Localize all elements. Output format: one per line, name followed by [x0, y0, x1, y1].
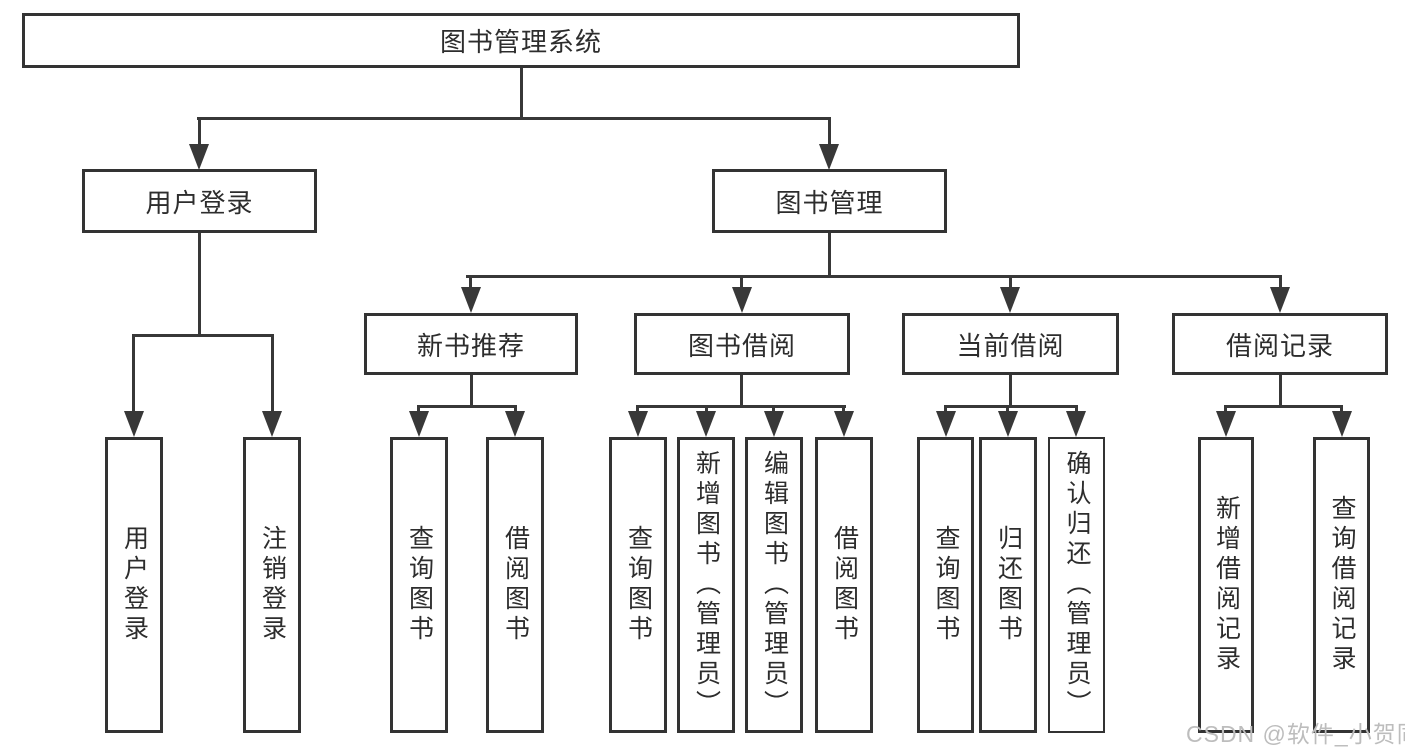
node-user-login: 用户登录: [82, 169, 317, 233]
arrow-down-icon: [834, 411, 854, 437]
arrow-down-icon: [732, 287, 752, 313]
leaf-return-books-label: 归还图书: [994, 525, 1023, 645]
arrow-shaft-leaf: [514, 405, 517, 414]
connector-borrow-records-branch: [1224, 405, 1343, 408]
leaf-add-book-admin: 新增图书（管理员）: [677, 437, 735, 733]
arrow-shaft-leaf: [132, 334, 135, 414]
node-book-management-label: 图书管理: [775, 187, 884, 218]
arrow-shaft-leaf: [636, 405, 639, 414]
connector-current-borrow-stem: [1009, 375, 1012, 407]
arrow-down-icon: [1216, 411, 1236, 437]
node-borrow-records-label: 借阅记录: [1225, 330, 1334, 361]
leaf-query-books-3-label: 查询图书: [932, 525, 960, 645]
leaf-user-login-label: 用户登录: [120, 525, 149, 645]
arrow-down-icon: [189, 144, 209, 170]
arrow-down-icon: [1000, 287, 1020, 313]
arrow-down-icon: [764, 411, 784, 437]
leaf-add-book-admin-label: 新增图书（管理员）: [692, 450, 721, 720]
arrow-shaft-user-login: [198, 117, 201, 147]
connector-borrow-records-stem: [1279, 375, 1282, 407]
arrow-down-icon: [628, 411, 648, 437]
node-book-borrow: 图书借阅: [634, 313, 850, 375]
connector-new-book-branch: [417, 405, 517, 408]
leaf-return-books: 归还图书: [979, 437, 1037, 733]
leaf-confirm-return-admin: 确认归还（管理员）: [1048, 437, 1105, 733]
arrow-shaft-leaf: [1006, 405, 1009, 414]
node-current-borrow: 当前借阅: [902, 313, 1119, 375]
arrow-down-icon: [936, 411, 956, 437]
leaf-add-borrow-record: 新增借阅记录: [1198, 437, 1254, 733]
leaf-logout-label: 注销登录: [258, 525, 287, 645]
leaf-query-books-1: 查询图书: [390, 437, 448, 733]
leaf-query-books-1-label: 查询图书: [405, 525, 434, 645]
connector-book-borrow-branch: [636, 405, 846, 408]
arrow-down-icon: [409, 411, 429, 437]
arrow-shaft-leaf: [1075, 405, 1078, 414]
connector-book-management-branch: [466, 275, 1282, 278]
leaf-add-borrow-record-label: 新增借阅记录: [1212, 495, 1241, 675]
leaf-borrow-books-1-label: 借阅图书: [501, 525, 530, 645]
leaf-query-books-2: 查询图书: [609, 437, 667, 733]
node-current-borrow-label: 当前借阅: [956, 330, 1065, 361]
arrow-down-icon: [262, 411, 282, 437]
leaf-user-login: 用户登录: [105, 437, 163, 733]
leaf-edit-book-admin-label: 编辑图书（管理员）: [760, 450, 789, 720]
arrow-shaft-section: [1009, 275, 1012, 290]
arrow-shaft-leaf: [1340, 405, 1343, 414]
csdn-watermark: CSDN @软件_小贺同学: [1186, 721, 1405, 747]
leaf-logout: 注销登录: [243, 437, 301, 733]
node-library-system-label: 图书管理系统: [439, 27, 602, 57]
arrow-shaft-leaf: [944, 405, 947, 414]
leaf-query-borrow-record: 查询借阅记录: [1313, 437, 1370, 733]
node-new-book-recommend: 新书推荐: [364, 313, 578, 375]
arrow-shaft-leaf: [772, 405, 775, 414]
node-new-book-recommend-label: 新书推荐: [416, 330, 525, 361]
arrow-shaft-leaf: [705, 405, 708, 414]
arrow-down-icon: [819, 144, 839, 170]
arrow-shaft-section: [740, 275, 743, 290]
node-library-system: 图书管理系统: [22, 13, 1020, 68]
leaf-edit-book-admin: 编辑图书（管理员）: [745, 437, 803, 733]
leaf-borrow-books-1: 借阅图书: [486, 437, 544, 733]
connector-book-management-stem: [828, 233, 831, 277]
arrow-down-icon: [1270, 287, 1290, 313]
connector-new-book-stem: [470, 375, 473, 407]
arrow-down-icon: [124, 411, 144, 437]
connector-user-login-branch: [132, 334, 274, 337]
arrow-down-icon: [1066, 411, 1086, 437]
connector-book-borrow-stem: [740, 375, 743, 407]
leaf-confirm-return-admin-label: 确认归还（管理员）: [1063, 450, 1091, 720]
leaf-query-books-2-label: 查询图书: [624, 525, 653, 645]
node-borrow-records: 借阅记录: [1172, 313, 1388, 375]
connector-root-branch: [197, 117, 831, 120]
arrow-shaft-leaf: [417, 405, 420, 414]
node-user-login-label: 用户登录: [145, 187, 254, 218]
arrow-down-icon: [1332, 411, 1352, 437]
arrow-shaft-book-management: [828, 117, 831, 147]
arrow-down-icon: [998, 411, 1018, 437]
arrow-down-icon: [461, 287, 481, 313]
leaf-borrow-books-2: 借阅图书: [815, 437, 873, 733]
arrow-down-icon: [505, 411, 525, 437]
connector-current-borrow-branch: [944, 405, 1078, 408]
leaf-borrow-books-2-label: 借阅图书: [830, 525, 859, 645]
arrow-shaft-leaf: [1224, 405, 1227, 414]
arrow-shaft-section: [1279, 275, 1282, 290]
arrow-shaft-leaf: [842, 405, 845, 414]
leaf-query-books-3: 查询图书: [917, 437, 974, 733]
node-book-management: 图书管理: [712, 169, 947, 233]
arrow-down-icon: [696, 411, 716, 437]
node-book-borrow-label: 图书借阅: [687, 330, 796, 361]
arrow-shaft-section: [469, 275, 472, 290]
connector-user-login-stem: [198, 233, 201, 336]
connector-root-stem: [520, 68, 523, 118]
leaf-query-borrow-record-label: 查询借阅记录: [1328, 495, 1356, 675]
arrow-shaft-leaf: [271, 334, 274, 414]
